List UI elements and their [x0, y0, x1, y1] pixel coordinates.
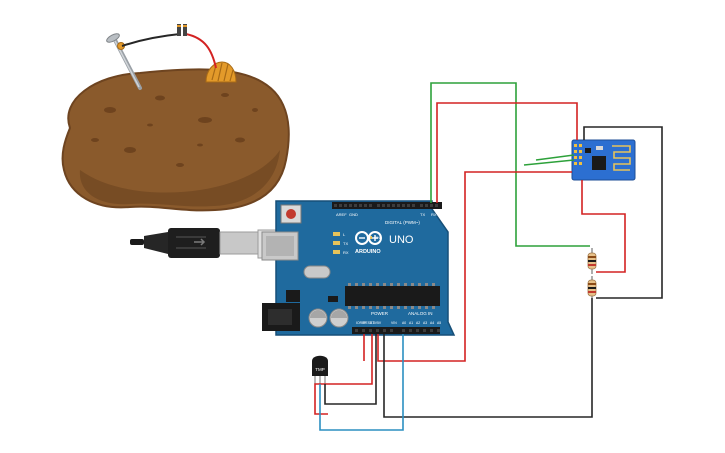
nail-electrode-icon [106, 33, 142, 90]
resistor-1[interactable] [587, 248, 597, 274]
vin-label: VIN [391, 321, 397, 325]
aref-label: AREF [336, 212, 347, 217]
usb-cable[interactable] [130, 228, 279, 259]
sensor-label: TMP [315, 367, 325, 372]
v33-label: 3.3V [370, 321, 378, 325]
digital-header[interactable] [332, 202, 442, 209]
model-label: UNO [389, 234, 414, 246]
arduino-uno-board[interactable]: L TX RX ON ARDUINO UNO [261, 200, 456, 336]
a4-label: A4 [430, 321, 434, 325]
a2-label: A2 [416, 321, 420, 325]
led-rx-label: RX [343, 250, 349, 255]
power-analog-header[interactable] [352, 327, 440, 334]
gnd-label: GND [349, 212, 358, 217]
resistor-2[interactable] [587, 276, 597, 298]
brand-label: ARDUINO [355, 249, 381, 255]
v5-label: 5V [377, 321, 382, 325]
wire-green-tx[interactable] [430, 82, 590, 247]
wire-blue-a0[interactable] [319, 334, 404, 431]
a1-label: A1 [409, 321, 413, 325]
pin-tx-label: TX [420, 212, 425, 217]
pin-rx-label: RX [431, 212, 437, 217]
power-header-label: POWER [371, 311, 389, 316]
digital-header-label: DIGITAL (PWM~) [385, 220, 420, 225]
a5-label: A5 [437, 321, 441, 325]
analog-header-label: ANALOG IN [408, 311, 433, 316]
wire-green-esp-2[interactable] [523, 159, 575, 166]
wire-black-sensor[interactable] [324, 334, 377, 405]
usb-cable-icon [130, 239, 144, 245]
wire-red-sensor[interactable] [314, 334, 373, 415]
potato-battery[interactable] [61, 24, 290, 212]
tmp-temperature-sensor[interactable]: TMP [312, 355, 328, 384]
wire-red-rx[interactable] [436, 102, 578, 203]
led-tx-label: TX [343, 241, 348, 246]
copper-electrode-icon [205, 61, 237, 83]
wire-red-esp-resistor[interactable] [581, 180, 626, 273]
reset-label: RESET [363, 321, 374, 325]
a3-label: A3 [423, 321, 427, 325]
wire-black-gnd-esp[interactable] [583, 126, 663, 299]
wire-red-power[interactable] [377, 171, 572, 362]
wifi-antenna-icon [612, 145, 631, 171]
wire-black-gnd-resistor[interactable] [383, 298, 593, 418]
potato-red-wire[interactable] [185, 33, 217, 69]
wire-green-esp[interactable] [535, 154, 575, 161]
atmega-chip [345, 283, 440, 309]
esp8266-wifi-module[interactable] [571, 139, 636, 181]
ioref-label: IOREF [356, 321, 366, 325]
potato-black-wire[interactable] [121, 33, 181, 47]
potato-icon [61, 68, 290, 212]
a0-label: A0 [402, 321, 406, 325]
led-l-label: L [343, 232, 346, 237]
arduino-logo-icon [355, 231, 382, 245]
